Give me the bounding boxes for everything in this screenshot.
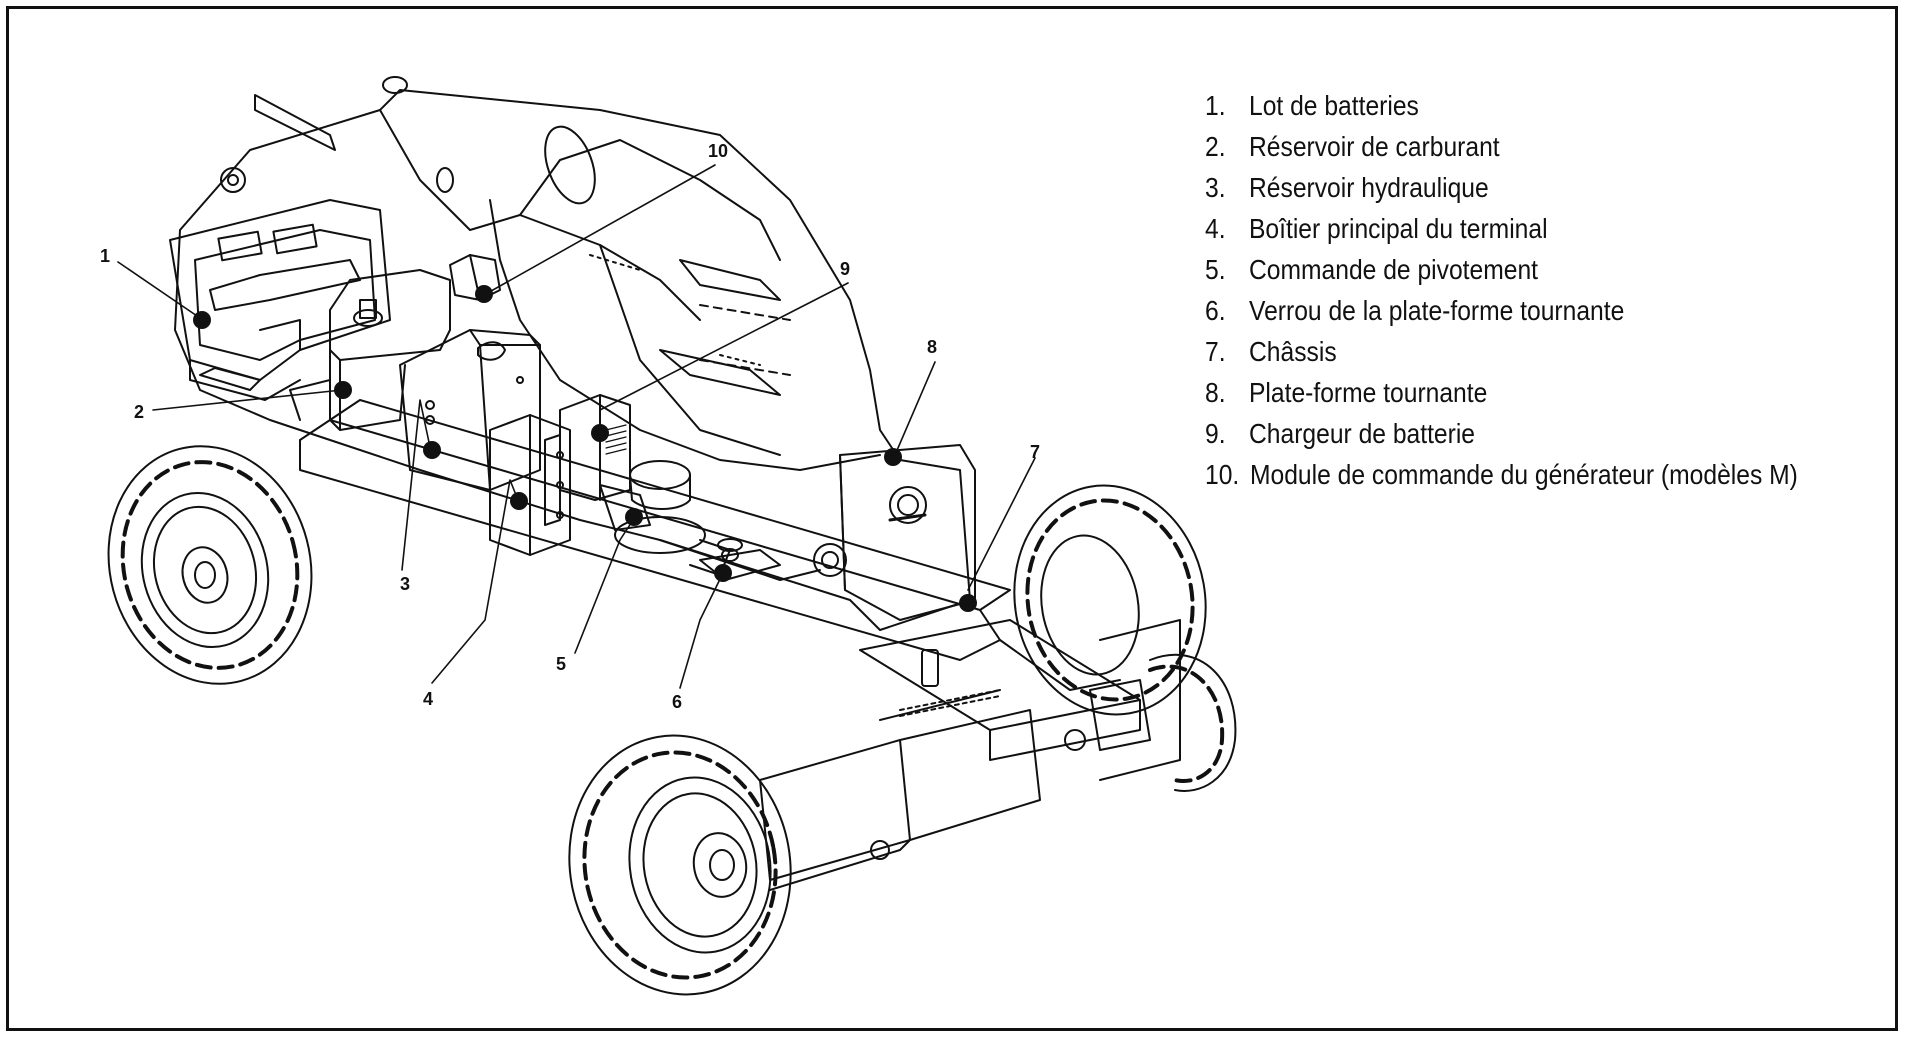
legend-item: 1. Lot de batteries [1205, 85, 1873, 126]
legend-item: 6. Verrou de la plate-forme tournante [1205, 290, 1873, 331]
legend-number: 1. [1205, 90, 1226, 121]
legend-item: 8. Plate-forme tournante [1205, 372, 1873, 413]
legend-label: Lot de batteries [1249, 90, 1419, 121]
chassis-drawing [299, 399, 1181, 891]
callout-10: 10 [708, 141, 728, 161]
legend-label: Commande de pivotement [1249, 254, 1538, 285]
legend-label: Boîtier principal du terminal [1249, 213, 1548, 244]
legend-number: 10. [1205, 459, 1240, 490]
swing-drive-drawing [599, 460, 743, 576]
wheel-rear-right-drawing [1148, 653, 1237, 792]
leader-lines [117, 164, 1036, 689]
legend-label: Châssis [1249, 336, 1337, 367]
legend-label: Réservoir hydraulique [1249, 172, 1489, 203]
legend-number: 2. [1205, 131, 1226, 162]
callout-4: 4 [423, 689, 433, 709]
terminal-box-drawing [489, 414, 571, 556]
callout-9: 9 [840, 259, 850, 279]
legend-item: 5. Commande de pivotement [1205, 249, 1873, 290]
battery-compartment-drawing [169, 199, 391, 421]
hydraulic-tank-drawing [399, 329, 541, 491]
callout-6: 6 [672, 692, 682, 712]
figure-frame [6, 6, 1898, 1031]
callout-7: 7 [1030, 442, 1040, 462]
legend-label: Réservoir de carburant [1249, 131, 1500, 162]
wheel-front-right-drawing [1013, 484, 1207, 716]
legend-number: 9. [1205, 418, 1226, 449]
legend-number: 4. [1205, 213, 1226, 244]
turntable-lock-drawing [659, 539, 821, 581]
parts-legend: 1. Lot de batteries 2. Réservoir de carb… [1205, 85, 1873, 495]
legend-label: Verrou de la plate-forme tournante [1249, 295, 1625, 326]
legend-number: 6. [1205, 295, 1226, 326]
callout-numbers: 1 2 3 4 5 6 7 8 9 10 [100, 141, 1040, 712]
legend-item: 4. Boîtier principal du terminal [1205, 208, 1873, 249]
legend-item: 10. Module de commande du générateur (mo… [1205, 454, 1873, 495]
legend-number: 7. [1205, 336, 1226, 367]
callout-1: 1 [100, 246, 110, 266]
callout-2: 2 [134, 402, 144, 422]
battery-charger-drawing [559, 394, 631, 501]
legend-item: 7. Châssis [1205, 331, 1873, 372]
legend-label: Plate-forme tournante [1249, 377, 1488, 408]
callout-dots [193, 285, 977, 612]
legend-label: Module de commande du générateur (modèle… [1249, 459, 1798, 490]
legend-item: 9. Chargeur de batterie [1205, 413, 1873, 454]
legend-number: 3. [1205, 172, 1226, 203]
wheel-rear-left-drawing [568, 734, 792, 996]
legend-number: 5. [1205, 254, 1226, 285]
callout-5: 5 [556, 654, 566, 674]
legend-number: 8. [1205, 377, 1226, 408]
legend-item: 3. Réservoir hydraulique [1205, 167, 1873, 208]
callout-3: 3 [400, 574, 410, 594]
legend-label: Chargeur de batterie [1249, 418, 1476, 449]
legend-item: 2. Réservoir de carburant [1205, 126, 1873, 167]
callout-8: 8 [927, 337, 937, 357]
wheel-front-left-drawing [107, 445, 313, 685]
